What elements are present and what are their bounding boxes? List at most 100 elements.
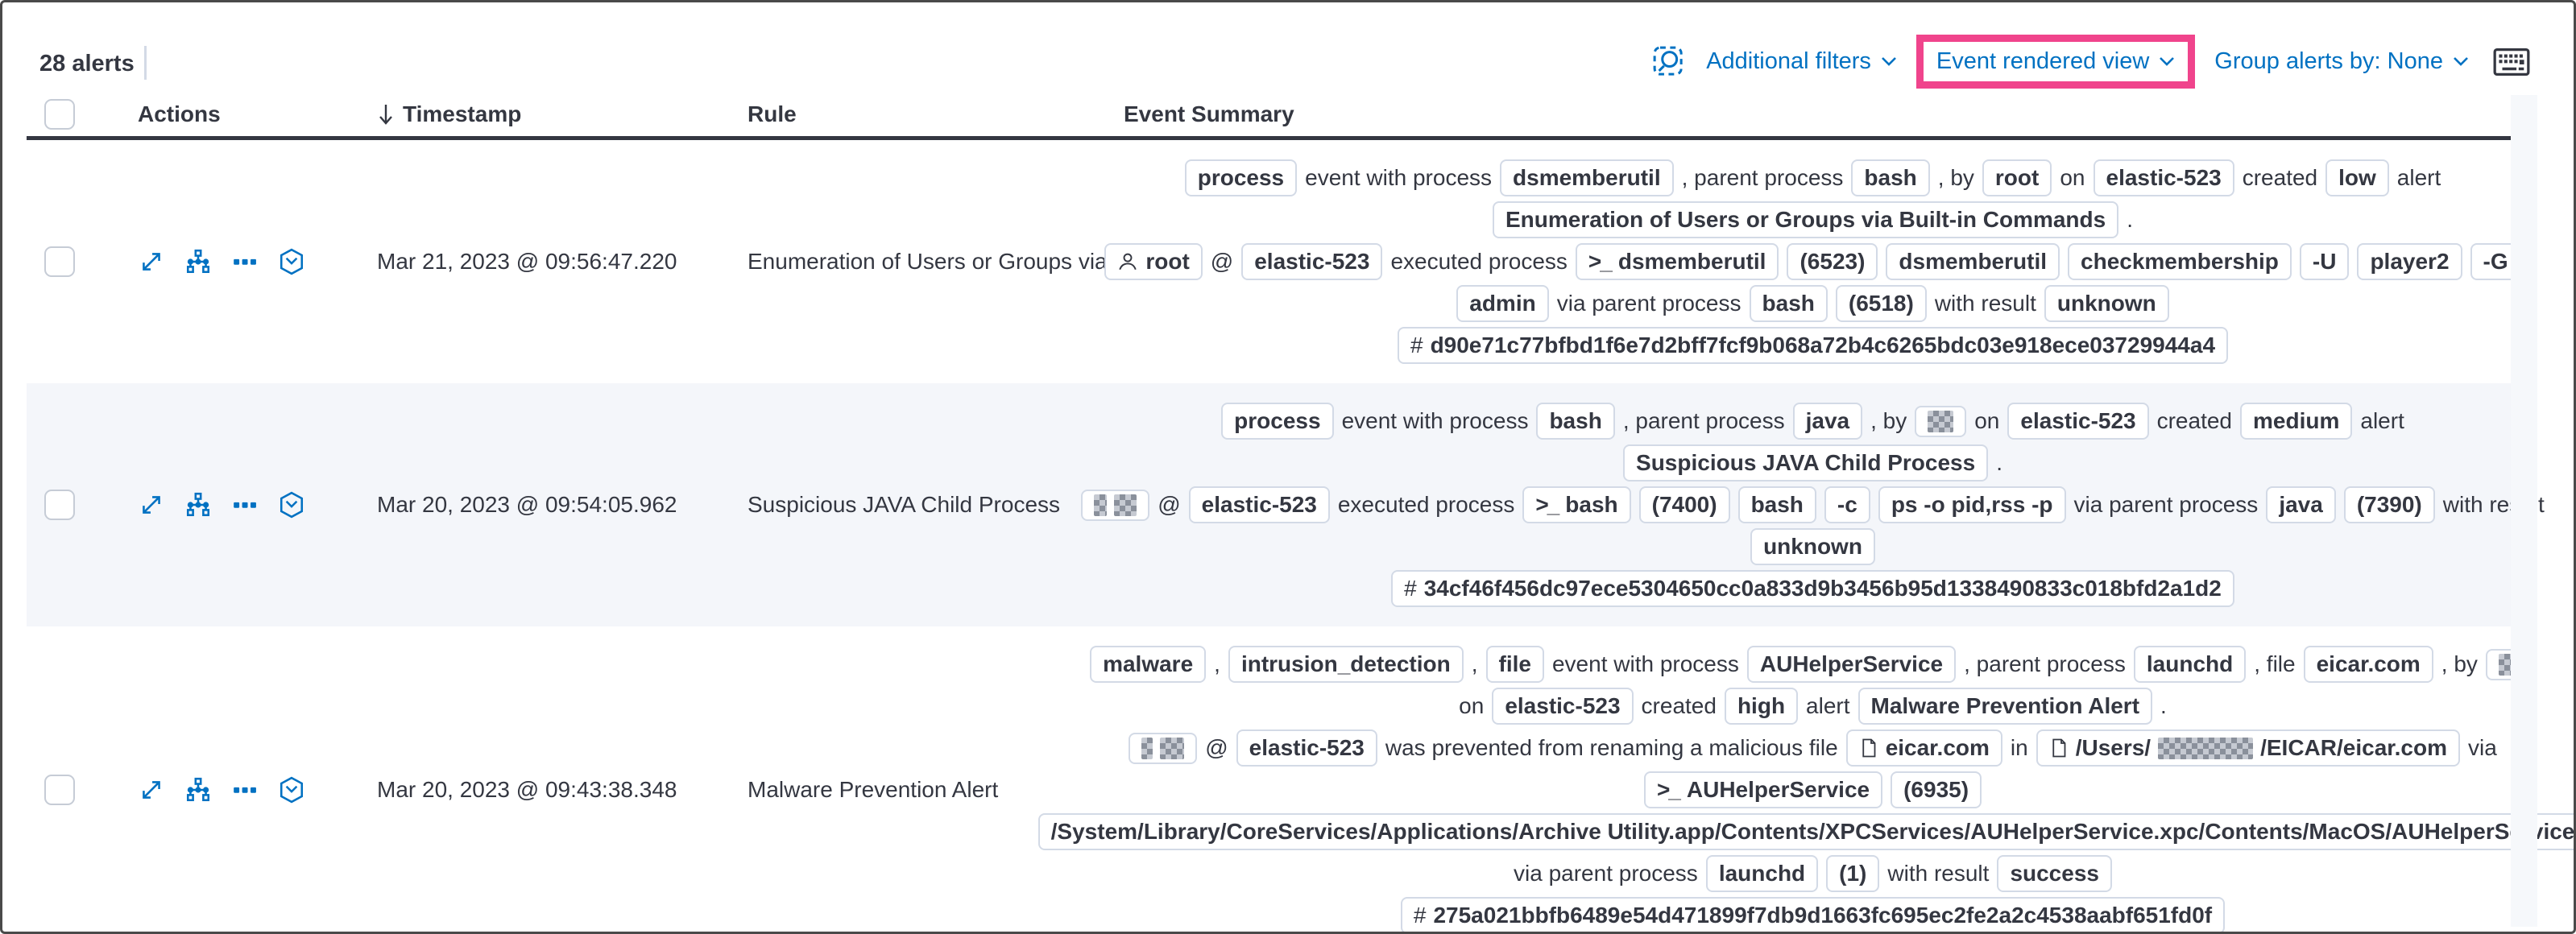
header-timestamp[interactable]: Timestamp — [349, 101, 735, 127]
badge-text: elastic-523 — [2106, 165, 2222, 190]
select-all-checkbox[interactable] — [44, 99, 75, 130]
file-badge[interactable]: /Users//EICAR/eicar.com — [2036, 729, 2460, 767]
summary-badge[interactable]: java — [2266, 486, 2336, 523]
summary-badge[interactable]: unknown — [1750, 528, 1875, 565]
rule-cell[interactable]: Malware Prevention Alert — [748, 777, 999, 802]
session-view-icon[interactable] — [278, 248, 305, 275]
hash-badge[interactable]: #275a021bbfb6489e54d471899f7db9d1663fc69… — [1400, 897, 2226, 932]
summary-badge[interactable]: root — [1982, 159, 2052, 196]
summary-badge[interactable]: elastic-523 — [2093, 159, 2234, 196]
rule-cell[interactable]: Enumeration of Users or Groups via Bui — [748, 249, 1114, 274]
more-actions-icon[interactable] — [231, 776, 259, 804]
summary-badge[interactable]: process — [1184, 159, 1298, 196]
row-actions — [107, 248, 349, 275]
badge-text: dsmemberutil — [1513, 165, 1661, 190]
row-checkbox[interactable] — [44, 490, 75, 520]
summary-badge[interactable]: player2 — [2357, 243, 2462, 280]
analyze-event-icon[interactable] — [184, 776, 212, 804]
summary-badge[interactable]: Enumeration of Users or Groups via Built… — [1493, 201, 2119, 238]
user-badge[interactable]: root — [1104, 243, 1203, 280]
summary-badge[interactable]: /System/Library/CoreServices/Application… — [1037, 813, 2574, 850]
summary-badge[interactable]: (6518) — [1835, 285, 1927, 322]
summary-badge[interactable]: low — [2325, 159, 2389, 196]
summary-badge[interactable]: bash — [1851, 159, 1930, 196]
summary-badge[interactable]: Malware Prevention Alert — [1857, 688, 2153, 725]
terminal-badge[interactable]: >_dsmemberutil — [1575, 243, 1779, 280]
summary-badge[interactable]: bash — [1749, 285, 1828, 322]
badge-text: admin — [1469, 291, 1536, 316]
terminal-badge[interactable]: >_AUHelperService — [1643, 771, 1883, 808]
analyze-event-icon[interactable] — [184, 248, 212, 275]
summary-badge[interactable]: admin — [1456, 285, 1549, 322]
summary-badge[interactable]: ps -o pid,rss -p — [1878, 486, 2066, 523]
summary-badge[interactable]: medium — [2240, 403, 2353, 440]
summary-badge[interactable]: AUHelperService — [1746, 646, 1957, 683]
inspect-icon[interactable] — [1651, 44, 1687, 80]
group-alerts-by-button[interactable]: Group alerts by: None — [2214, 48, 2469, 75]
row-checkbox[interactable] — [44, 246, 75, 277]
rule-cell[interactable]: Suspicious JAVA Child Process — [748, 492, 1061, 517]
summary-badge[interactable]: (7400) — [1638, 486, 1730, 523]
event-rendered-view-button[interactable]: Event rendered view — [1936, 48, 2175, 75]
summary-badge[interactable]: dsmemberutil — [1886, 243, 2060, 280]
expand-event-icon[interactable] — [138, 776, 165, 804]
summary-badge[interactable]: process — [1221, 403, 1334, 440]
badge-text: java — [2279, 492, 2323, 517]
summary-text: , — [1214, 651, 1220, 676]
summary-badge[interactable]: elastic-523 — [1492, 688, 1634, 725]
summary-text: via — [2467, 735, 2497, 760]
summary-badge[interactable]: launchd — [1705, 855, 1819, 892]
summary-badge[interactable]: launchd — [2133, 646, 2247, 683]
analyze-event-icon[interactable] — [184, 491, 212, 519]
expand-event-icon[interactable] — [138, 491, 165, 519]
summary-badge[interactable] — [1081, 489, 1150, 521]
terminal-badge[interactable]: >_bash — [1522, 486, 1631, 523]
summary-badge[interactable]: elastic-523 — [2007, 403, 2149, 440]
hash-badge[interactable]: #34cf46f456dc97ece5304650cc0a833d9b3456b… — [1391, 570, 2234, 607]
summary-badge[interactable]: success — [1997, 855, 2112, 892]
toolbar-controls: Additional filters Event rendered view G… — [1651, 35, 2530, 89]
summary-badge[interactable]: malware — [1090, 646, 1207, 683]
summary-badge[interactable]: high — [1724, 688, 1799, 725]
redacted-value — [1160, 737, 1185, 759]
badge-text: elastic-523 — [1201, 492, 1317, 517]
sort-descending-arrow-icon — [379, 105, 392, 125]
summary-badge[interactable]: eicar.com — [2303, 646, 2433, 683]
summary-badge[interactable]: (6523) — [1787, 243, 1878, 280]
summary-badge[interactable]: checkmembership — [2068, 243, 2292, 280]
summary-badge[interactable]: (6935) — [1891, 771, 1982, 808]
row-checkbox[interactable] — [44, 775, 75, 805]
more-actions-icon[interactable] — [231, 248, 259, 275]
vertical-scrollbar[interactable] — [2511, 95, 2537, 927]
session-view-icon[interactable] — [278, 491, 305, 519]
summary-badge[interactable] — [1915, 405, 1967, 437]
summary-badge[interactable]: -U — [2299, 243, 2350, 280]
summary-badge[interactable]: bash — [1737, 486, 1816, 523]
summary-badge[interactable]: elastic-523 — [1236, 729, 1377, 767]
summary-badge[interactable]: elastic-523 — [1241, 243, 1383, 280]
hash-badge[interactable]: #d90e71c77bfbd1f6e7d2bff7fcf9b068a72b4c6… — [1397, 327, 2229, 364]
more-actions-icon[interactable] — [231, 491, 259, 519]
summary-line: #d90e71c77bfbd1f6e7d2bff7fcf9b068a72b4c6… — [1397, 327, 2229, 364]
summary-badge[interactable]: file — [1485, 646, 1544, 683]
summary-badge[interactable]: dsmemberutil — [1500, 159, 1674, 196]
summary-badge[interactable]: elastic-523 — [1188, 486, 1330, 523]
summary-badge[interactable]: java — [1792, 403, 1863, 440]
summary-badge[interactable]: (7390) — [2343, 486, 2435, 523]
expand-event-icon[interactable] — [138, 248, 165, 275]
summary-badge[interactable] — [1129, 732, 1198, 764]
summary-badge[interactable]: intrusion_detection — [1228, 646, 1464, 683]
summary-badge[interactable]: bash — [1536, 403, 1615, 440]
badge-text: AUHelperService — [1759, 651, 1944, 676]
keyboard-shortcuts-icon[interactable] — [2493, 48, 2530, 76]
summary-badge[interactable]: -c — [1824, 486, 1870, 523]
session-view-icon[interactable] — [278, 776, 305, 804]
summary-badge[interactable]: unknown — [2044, 285, 2169, 322]
badge-text: process — [1197, 165, 1285, 190]
header-timestamp-label: Timestamp — [403, 101, 522, 126]
file-badge[interactable]: eicar.com — [1845, 729, 2002, 767]
summary-badge[interactable]: (1) — [1826, 855, 1880, 892]
summary-badge[interactable]: Suspicious JAVA Child Process — [1623, 444, 1989, 481]
badge-text: (7400) — [1651, 492, 1717, 517]
additional-filters-button[interactable]: Additional filters — [1706, 48, 1897, 75]
